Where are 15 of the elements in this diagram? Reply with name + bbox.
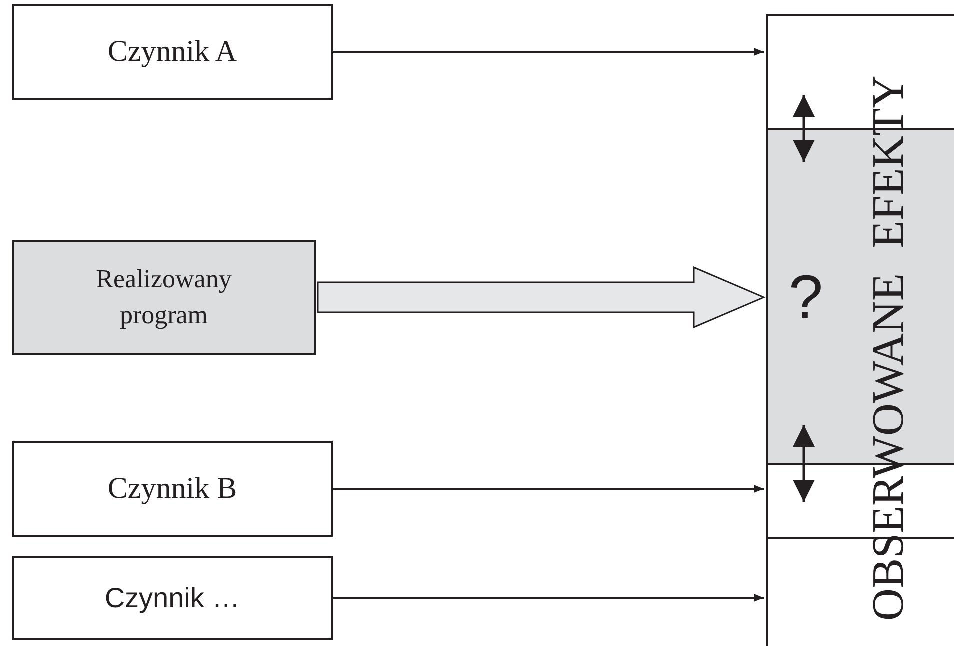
arrow	[333, 485, 764, 493]
process-box	[12, 240, 316, 355]
process-box	[12, 556, 333, 640]
box-label: Czynnik …	[104, 581, 242, 616]
effects-column	[766, 14, 954, 646]
box-label: Realizowany program	[95, 263, 233, 332]
box-label: Czynnik A	[106, 34, 238, 70]
process-box	[12, 441, 333, 537]
arrow	[333, 594, 764, 602]
arrow	[333, 48, 764, 56]
block-arrow	[317, 266, 766, 329]
process-box	[12, 4, 333, 100]
box-label: Czynnik B	[106, 471, 238, 507]
column-label: OBSERWOWANE EFEKTY	[862, 74, 914, 624]
question-mark: ?	[788, 262, 824, 333]
